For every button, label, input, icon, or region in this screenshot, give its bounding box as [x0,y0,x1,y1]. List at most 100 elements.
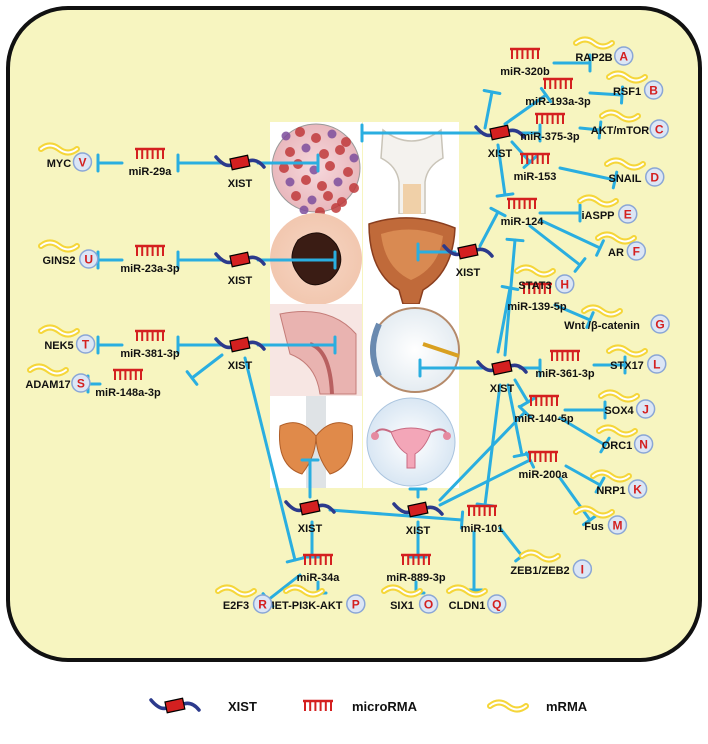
mirna-mir-139-5p: miR-139-5p [507,282,567,313]
xist-node-4: XIST [214,336,266,372]
legend-microrna-label: microRMA [352,699,418,714]
mirna-mir-375-3p: miR-375-3p [520,112,580,143]
mirna-mir-153: miR-153 [514,152,556,183]
edge-xist-mir29a [176,153,224,173]
tissue-images [270,122,460,488]
xist-label: XIST [488,148,513,160]
mirna-mir-320b: miR-320b [500,47,550,78]
edge-mir375-aktmtor [578,120,603,140]
thyroid-image [270,396,362,488]
target-badge: M [607,515,628,535]
legend-xist-icon [149,697,201,714]
xist-node-1: XIST [474,124,526,160]
target-label: NRP1 [596,485,625,497]
regulation-edges [86,53,627,608]
mirna-label: miR-124 [501,216,545,228]
target-label: GINS2 [42,255,75,267]
edge-xist-mir148a [185,353,224,386]
target-label: STAT3 [518,280,551,292]
eye-image [363,304,460,396]
target-badge: G [650,314,670,334]
target-cldn1: CLDN1 Q [446,584,507,614]
badge-letter: D [650,171,659,185]
target-badge: I [572,559,593,579]
xist-node-2: XIST [214,154,266,190]
mirna-label: miR-320b [500,66,550,78]
badge-letter: P [352,598,360,612]
target-badge: P [346,594,366,614]
edge-xist-mir124-a [495,143,515,198]
badge-letter: Q [492,598,501,612]
target-badge: H [555,274,575,294]
target-badge: L [647,354,667,374]
edge-mir193a-rsf1 [588,85,624,105]
target-label: STX17 [610,360,644,372]
target-gins2: GINS2 U [38,239,99,269]
edge-mir124-ar [538,218,605,257]
mirna-label: miR-34a [297,572,341,584]
mirna-mir-23a-3p: miR-23a-3p [120,244,180,275]
target-badge: N [633,434,654,454]
legend-xist-label: XIST [228,699,257,714]
mirna-mir-101: miR-101 [461,504,504,535]
badge-letter: H [560,278,569,292]
edge-mir200a-nrp1 [564,464,606,494]
xist-node-5: XIST [442,243,494,279]
xist-node-7: XIST [284,499,336,535]
bone-image [363,122,459,215]
edge-xistt-mir101 [328,508,465,530]
edge-xist-blood-image [256,153,320,173]
mirna-mir-889-3p: miR-889-3p [386,553,446,584]
badge-letter: O [424,598,433,612]
target-label: CLDN1 [449,600,486,612]
target-label: MET-PI3K-AKT [266,600,343,612]
edge-xistu-mir140 [438,404,533,502]
mirna-mir-124: miR-124 [501,197,545,228]
mirna-label: miR-193a-3p [525,96,591,108]
edge-mir361-stx17 [592,355,627,375]
xist-node-6: XIST [476,359,528,395]
mirna-label: miR-139-5p [507,301,567,313]
target-label: RSF1 [613,86,641,98]
bladder-image [363,214,459,305]
edge-xistn-mir34a [243,356,305,564]
xist-label: XIST [406,525,431,537]
badge-letter: G [655,318,664,332]
target-badge: U [79,249,99,269]
mirna-label: miR-101 [461,523,504,535]
target-label: SNAIL [609,173,642,185]
mirna-mir-361-3p: miR-361-3p [535,349,595,380]
mirna-label: miR-23a-3p [120,263,180,275]
target-label: RAP2B [575,52,612,64]
edge-mir124-iaspp [538,203,582,223]
mirna-label: miR-200a [519,469,569,481]
edge-xist-thyroid-image [300,458,320,499]
target-label: SIX1 [390,600,414,612]
edge-xist-mir124-b [478,206,507,248]
edge-xist-mir320b [482,88,502,130]
edge-mir320b-rap2b [552,53,592,73]
edge-mir381-nek5 [96,335,124,355]
mirna-mir-140-5p: miR-140-5p [514,394,574,425]
mirna-mir-200a: miR-200a [519,450,569,481]
target-label: MYC [47,158,72,170]
edge-xist-mir381 [176,335,224,355]
target-badge: Q [487,594,507,614]
edge-xist-bone-image [360,123,482,143]
badge-letter: T [82,338,90,352]
mirna-label: miR-889-3p [386,572,446,584]
target-badge: C [649,119,669,139]
target-label: ZEB1/ZEB2 [510,565,569,577]
edge-xist-mir139 [496,285,520,354]
edge-xist-mir140 [513,378,537,408]
